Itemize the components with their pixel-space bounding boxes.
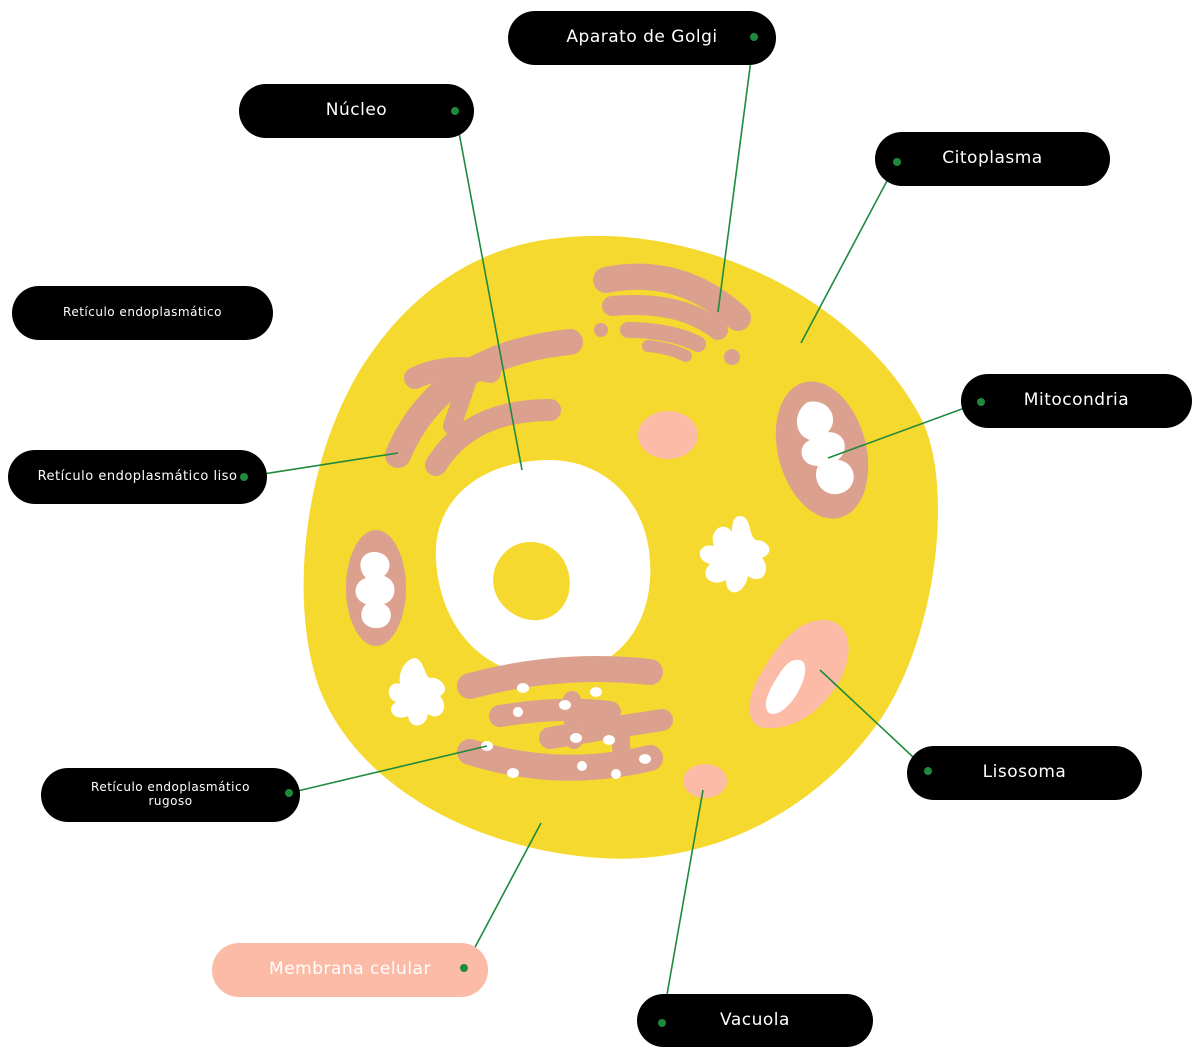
connector-dot	[658, 1019, 666, 1027]
label-lisosoma: Lisosoma	[907, 746, 1142, 800]
label-reticulo-rugoso-text: Retículo endoplasmático rugoso	[91, 781, 250, 809]
connector-dot	[240, 473, 248, 481]
golgi-vesicle	[594, 323, 608, 337]
label-reticulo-text: Retículo endoplasmático	[63, 306, 222, 320]
connector-dot	[924, 767, 932, 775]
connector-dot	[460, 964, 468, 972]
label-mitocondria: Mitocondria	[961, 374, 1192, 428]
label-golgi-text: Aparato de Golgi	[566, 28, 717, 48]
label-golgi: Aparato de Golgi	[508, 11, 776, 65]
connector-dot	[285, 789, 293, 797]
connector-dot	[893, 158, 901, 166]
vacuole-small	[638, 411, 698, 459]
connector-dot	[750, 33, 758, 41]
label-nucleo: Núcleo	[239, 84, 474, 138]
golgi-vesicle	[724, 349, 740, 365]
label-membrana: Membrana celular	[212, 943, 488, 997]
label-citoplasma-text: Citoplasma	[942, 149, 1042, 169]
label-lisosoma-text: Lisosoma	[983, 763, 1067, 783]
label-membrana-text: Membrana celular	[269, 960, 431, 980]
connector-dot	[451, 107, 459, 115]
label-reticulo-rugoso: Retículo endoplasmático rugoso	[41, 768, 300, 822]
label-reticulo: Retículo endoplasmático	[12, 286, 273, 340]
label-vacuola: Vacuola	[637, 994, 873, 1047]
label-citoplasma: Citoplasma	[875, 132, 1110, 186]
vacuole	[683, 764, 727, 798]
label-reticulo-liso-text: Retículo endoplasmático liso	[38, 470, 238, 485]
connector-dot	[977, 398, 985, 406]
label-vacuola-text: Vacuola	[720, 1011, 790, 1031]
mitochondrion-left	[346, 530, 406, 646]
label-reticulo-liso: Retículo endoplasmático liso	[8, 450, 267, 504]
label-mitocondria-text: Mitocondria	[1024, 391, 1129, 411]
label-nucleo-text: Núcleo	[326, 101, 387, 121]
